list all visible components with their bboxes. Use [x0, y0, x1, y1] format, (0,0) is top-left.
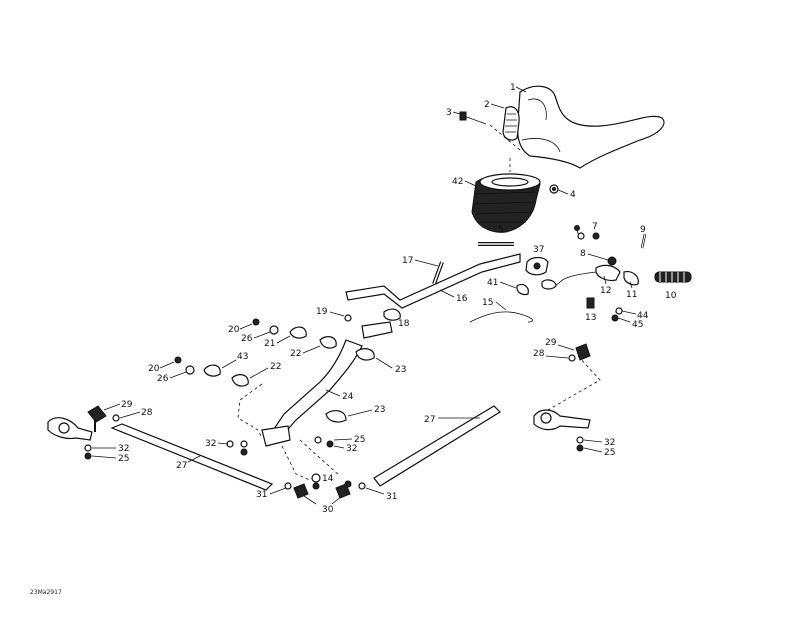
callout-31a: 31 — [256, 490, 267, 500]
bolt-part-17 — [432, 261, 444, 285]
callout-25a: 25 — [118, 454, 129, 464]
callout-44: 44 — [637, 311, 649, 321]
throttle-grip-part — [654, 271, 692, 283]
callout-10: 10 — [665, 291, 677, 301]
callout-32d: 32 — [604, 438, 615, 448]
callout-19: 19 — [316, 307, 328, 317]
bracket-group-upper — [252, 318, 375, 361]
clip-part-41 — [516, 283, 529, 296]
spring-part-13 — [586, 297, 595, 309]
callout-37: 37 — [533, 245, 544, 255]
nut-part-4 — [549, 184, 559, 194]
cable-part-15 — [469, 311, 534, 323]
callout-29b: 29 — [545, 338, 557, 348]
callout-25b: 25 — [354, 435, 365, 445]
callout-8: 8 — [580, 249, 586, 259]
callout-32a: 32 — [118, 444, 129, 454]
callout-25c: 25 — [604, 448, 615, 458]
bracket-part-23-lower — [325, 410, 347, 423]
nut-part-19 — [344, 314, 352, 322]
callout-24: 24 — [342, 392, 354, 402]
callout-18: 18 — [398, 319, 410, 329]
ball-joint-left — [87, 405, 120, 432]
steering-arm-right — [533, 409, 591, 431]
callout-27b: 27 — [424, 415, 435, 425]
ball-joint-right — [568, 343, 591, 362]
callout-12: 12 — [600, 286, 611, 296]
callout-27a: 27 — [176, 461, 187, 471]
callout-43: 43 — [237, 352, 248, 362]
part-37 — [525, 256, 549, 276]
grip-part — [502, 106, 520, 141]
callout-32b: 32 — [205, 439, 216, 449]
callout-29a: 29 — [121, 400, 133, 410]
callout-41: 41 — [487, 278, 498, 288]
callout-9: 9 — [640, 225, 646, 235]
callout-32c: 32 — [346, 444, 357, 454]
drawing-code: 23Ma2917 — [30, 589, 62, 596]
callout-20a: 20 — [228, 325, 240, 335]
callout-42: 42 — [452, 177, 463, 187]
brake-lever-assembly — [541, 256, 639, 290]
clamp-part-18 — [383, 308, 401, 321]
callout-labels: 1 2 3 4 5 42 37 7 9 8 17 41 16 15 12 11 … — [91, 83, 677, 515]
bolt-part-3 — [459, 111, 487, 125]
callout-45: 45 — [632, 320, 643, 330]
callout-1: 1 — [510, 83, 516, 93]
steering-column-part — [261, 321, 393, 447]
tie-rod-left — [110, 423, 274, 491]
callout-5: 5 — [498, 225, 504, 235]
nut-part-45 — [611, 314, 619, 322]
callout-16: 16 — [456, 294, 468, 304]
callout-23b: 23 — [374, 405, 385, 415]
tie-rod-right — [373, 405, 501, 487]
callout-28a: 28 — [141, 408, 153, 418]
washers-left — [84, 444, 92, 460]
callout-26a: 26 — [241, 334, 253, 344]
callout-26b: 26 — [157, 374, 169, 384]
callout-22b: 22 — [270, 362, 281, 372]
washer-part-44 — [615, 307, 623, 315]
steering-arm-left — [47, 417, 93, 441]
ball-joints-center — [284, 473, 366, 499]
handlebar-part — [345, 253, 521, 309]
callout-14: 14 — [322, 474, 334, 484]
screw-part-7 — [574, 225, 600, 240]
screw-part-9 — [640, 233, 647, 249]
washers-right — [576, 436, 584, 452]
callout-13: 13 — [585, 313, 596, 323]
callout-28b: 28 — [533, 349, 545, 359]
seat-cover-part — [516, 85, 665, 169]
callout-2: 2 — [484, 100, 490, 110]
callout-21: 21 — [264, 339, 275, 349]
bellows-boot-part — [471, 173, 541, 233]
callout-15: 15 — [482, 298, 493, 308]
callout-22a: 22 — [290, 349, 301, 359]
washers-center — [226, 436, 334, 456]
bracket-group-lower — [174, 356, 249, 387]
callout-17: 17 — [402, 256, 413, 266]
callout-20b: 20 — [148, 364, 160, 374]
callout-11: 11 — [626, 290, 637, 300]
callout-7: 7 — [592, 222, 598, 232]
callout-30: 30 — [322, 505, 334, 515]
callout-4: 4 — [570, 190, 576, 200]
callout-3: 3 — [446, 108, 452, 118]
callout-23a: 23 — [395, 365, 406, 375]
callout-31b: 31 — [386, 492, 397, 502]
